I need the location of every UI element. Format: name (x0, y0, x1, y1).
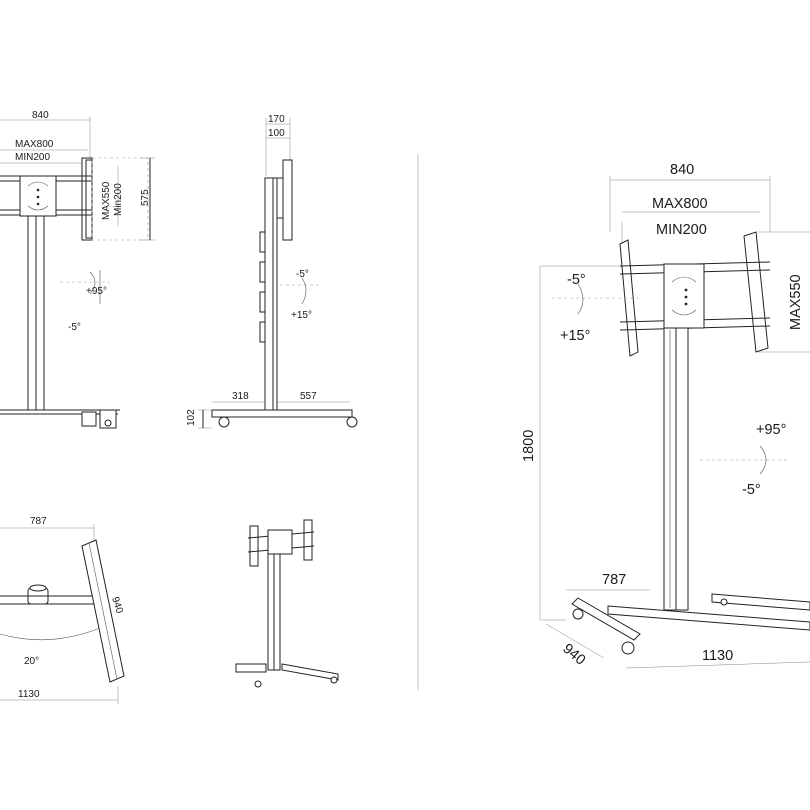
persp-base-787-label: 787 (602, 572, 626, 588)
front-max550-label: MAX550 (101, 181, 112, 220)
persp-rot-plus95-label: +95° (756, 422, 786, 438)
side-base-557-label: 557 (300, 391, 317, 402)
front-min200-vertical-label: Min200 (113, 183, 124, 216)
side-wheel-102-label: 102 (186, 409, 197, 426)
front-height-575-label: 575 (140, 189, 151, 206)
front-min200-label: MIN200 (15, 152, 50, 163)
side-depth-170-label: 170 (268, 114, 285, 125)
front-tilt-down-label: -5° (68, 322, 81, 333)
side-tilt-minus5-label: -5° (296, 269, 309, 280)
top-angle-20-label: 20° (24, 656, 39, 667)
side-tilt-plus15-label: +15° (291, 310, 312, 321)
top-width-1130-label: 1130 (18, 689, 40, 700)
persp-tilt-minus5-label: -5° (567, 272, 586, 288)
front-width-840-label: 840 (32, 110, 49, 121)
side-view: 170 100 -5° +15° 318 557 102 (186, 114, 358, 429)
persp-rot-minus5-label: -5° (742, 482, 761, 498)
persp-base-1130-label: 1130 (702, 648, 733, 664)
persp-height-1800-label: 1800 (521, 430, 537, 462)
side-base-318-label: 318 (232, 391, 249, 402)
front-view: 840 MAX800 MIN200 MAX550 Min200 575 (0, 110, 155, 429)
top-view: 787 940 20° 1130 (0, 516, 125, 704)
persp-base-940-label: 940 (559, 641, 588, 669)
persp-max800-label: MAX800 (652, 196, 708, 212)
top-width-787-label: 787 (30, 516, 47, 527)
small-perspective-view (235, 519, 339, 688)
top-depth-940-label: 940 (109, 596, 125, 616)
front-max800-label: MAX800 (15, 139, 54, 150)
persp-max550-label: MAX550 (788, 274, 804, 330)
side-depth-100-label: 100 (268, 128, 285, 139)
main-perspective-view: 840 MAX800 MIN200 MAX550 -5° +15° 1800 (521, 162, 810, 669)
front-tilt-up-label: +95° (86, 286, 107, 297)
persp-width-840-label: 840 (670, 162, 694, 178)
persp-min200-label: MIN200 (656, 222, 707, 238)
persp-tilt-plus15-label: +15° (560, 328, 590, 344)
